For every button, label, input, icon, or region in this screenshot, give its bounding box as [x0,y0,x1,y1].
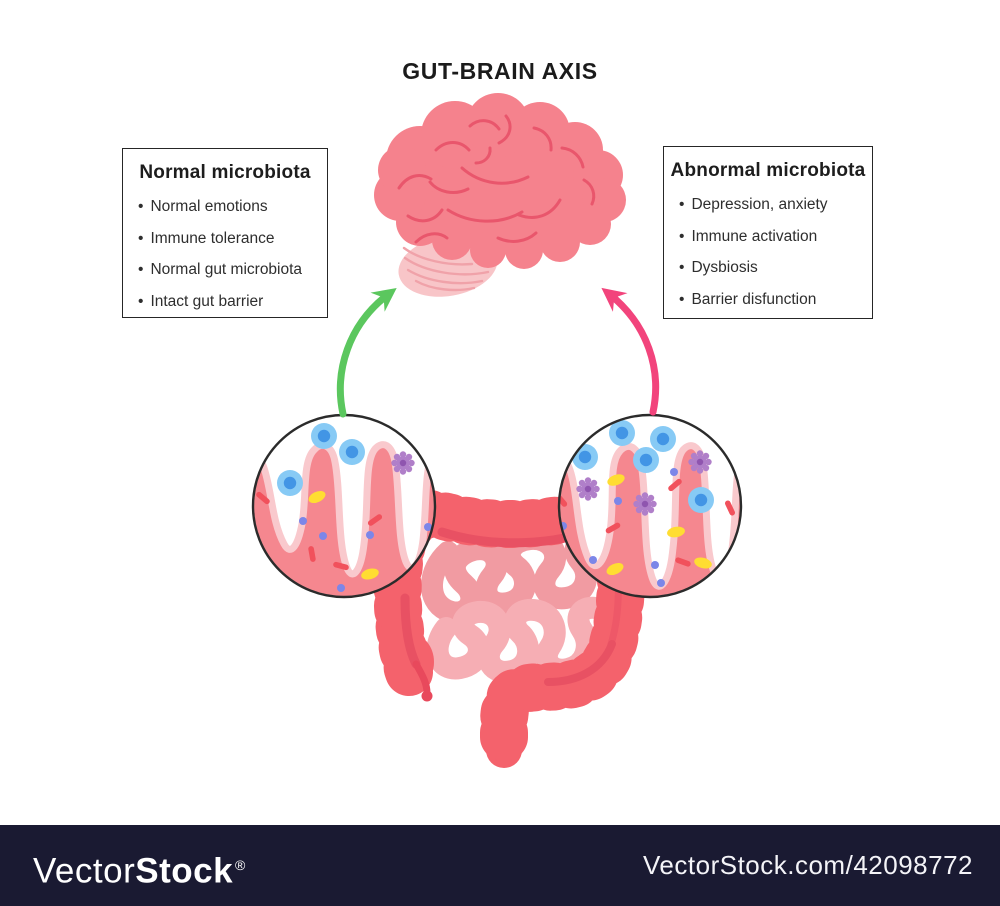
microbe-dot-icon [657,579,665,587]
abnormal-microbiota-title: Abnormal microbiota [670,160,866,181]
normal-microbiota-title: Normal microbiota [139,162,311,183]
list-item-label: Normal emotions [150,198,268,215]
list-item: • Intact gut barrier [138,286,321,318]
microbe-dot-icon [651,561,659,569]
normal-gut-to-brain-arrow [336,288,397,418]
list-item-label: Dysbiosis [691,259,758,276]
bullet: • [138,229,144,247]
watermark-bar: VectorStock® VectorStock.com/42098772 [0,825,1000,906]
descending-colon-shadow [400,593,421,669]
list-item-label: Intact gut barrier [150,292,264,310]
small-intestine [421,527,607,683]
pathogen-virus-icon [391,451,415,475]
bullet: • [679,259,685,276]
appendix-tip [421,690,433,702]
logo-bold: Stock [135,851,234,891]
bullet: • [138,292,144,310]
list-item: • Immune activation [679,221,866,253]
registered-mark: ® [235,857,246,873]
immune-cell-icon [688,487,714,513]
microbe-dot-icon [614,497,622,505]
logo-regular: Vector [33,851,136,891]
list-item-label: Normal gut microbiota [150,261,303,278]
immune-cell-icon [277,470,303,496]
cerebrum [374,93,626,269]
list-item: • Normal emotions [138,191,321,223]
bullet: • [679,227,685,245]
brain-sulci-lines [397,114,596,244]
pathogen-virus-icon [688,450,712,474]
pathogen-virus-icon [633,492,657,516]
sigmoid-shadow [544,640,616,686]
rectal-ampulla [489,721,519,763]
immune-cell-icon [339,439,365,465]
list-item: • Barrier disfunction [679,284,866,316]
immune-cell-icon [572,444,598,470]
immune-cell-icon [650,426,676,452]
bullet: • [138,198,144,215]
brain-illustration [374,93,626,297]
list-item: • Depression, anxiety [679,189,866,221]
microbe-dot-icon [337,584,345,592]
list-item: • Normal gut microbiota [138,254,321,286]
watermark-url: VectorStock.com/42098772 [643,850,973,880]
pathogen-virus-icon [576,477,600,501]
normal-microbiota-list: • Normal emotions • Immune tolerance • Norm… [123,191,327,317]
bullet: • [679,196,685,213]
immune-cell-icon [311,423,337,449]
normal-microbiota-box: Normal microbiota • Normal emotions • Immu… [122,148,328,318]
gut-brain-illustration [251,93,743,774]
microbe-dot-icon [589,556,597,564]
small-intestine-coil [421,527,605,624]
vectorstock-logo: VectorStock® [33,825,246,906]
list-item: • Dysbiosis [679,252,866,284]
list-item: • Immune tolerance [138,223,321,255]
list-item-label: Immune tolerance [150,229,275,247]
bullet: • [138,261,144,278]
microbe-dot-icon [366,531,374,539]
microbe-dot-icon [319,532,327,540]
bullet: • [679,290,685,308]
magnifier-outline [557,413,743,599]
abnormal-microbiota-box: Abnormal microbiota • Depression, anxiety… [663,146,873,319]
abnormal-gut-to-brain-arrow [601,287,660,416]
page-title: GUT-BRAIN AXIS [402,58,598,84]
microbe-dot-icon [670,468,678,476]
microbe-dot-icon [299,517,307,525]
abnormal-microbiota-list: •Depression, anxiety •Immune activation … [664,189,872,315]
rectum-tip [495,757,513,767]
list-item-label: Depression, anxiety [691,196,828,213]
list-item-label: Immune activation [691,227,818,245]
list-item-label: Barrier disfunction [691,290,817,308]
immune-cell-icon [633,447,659,473]
